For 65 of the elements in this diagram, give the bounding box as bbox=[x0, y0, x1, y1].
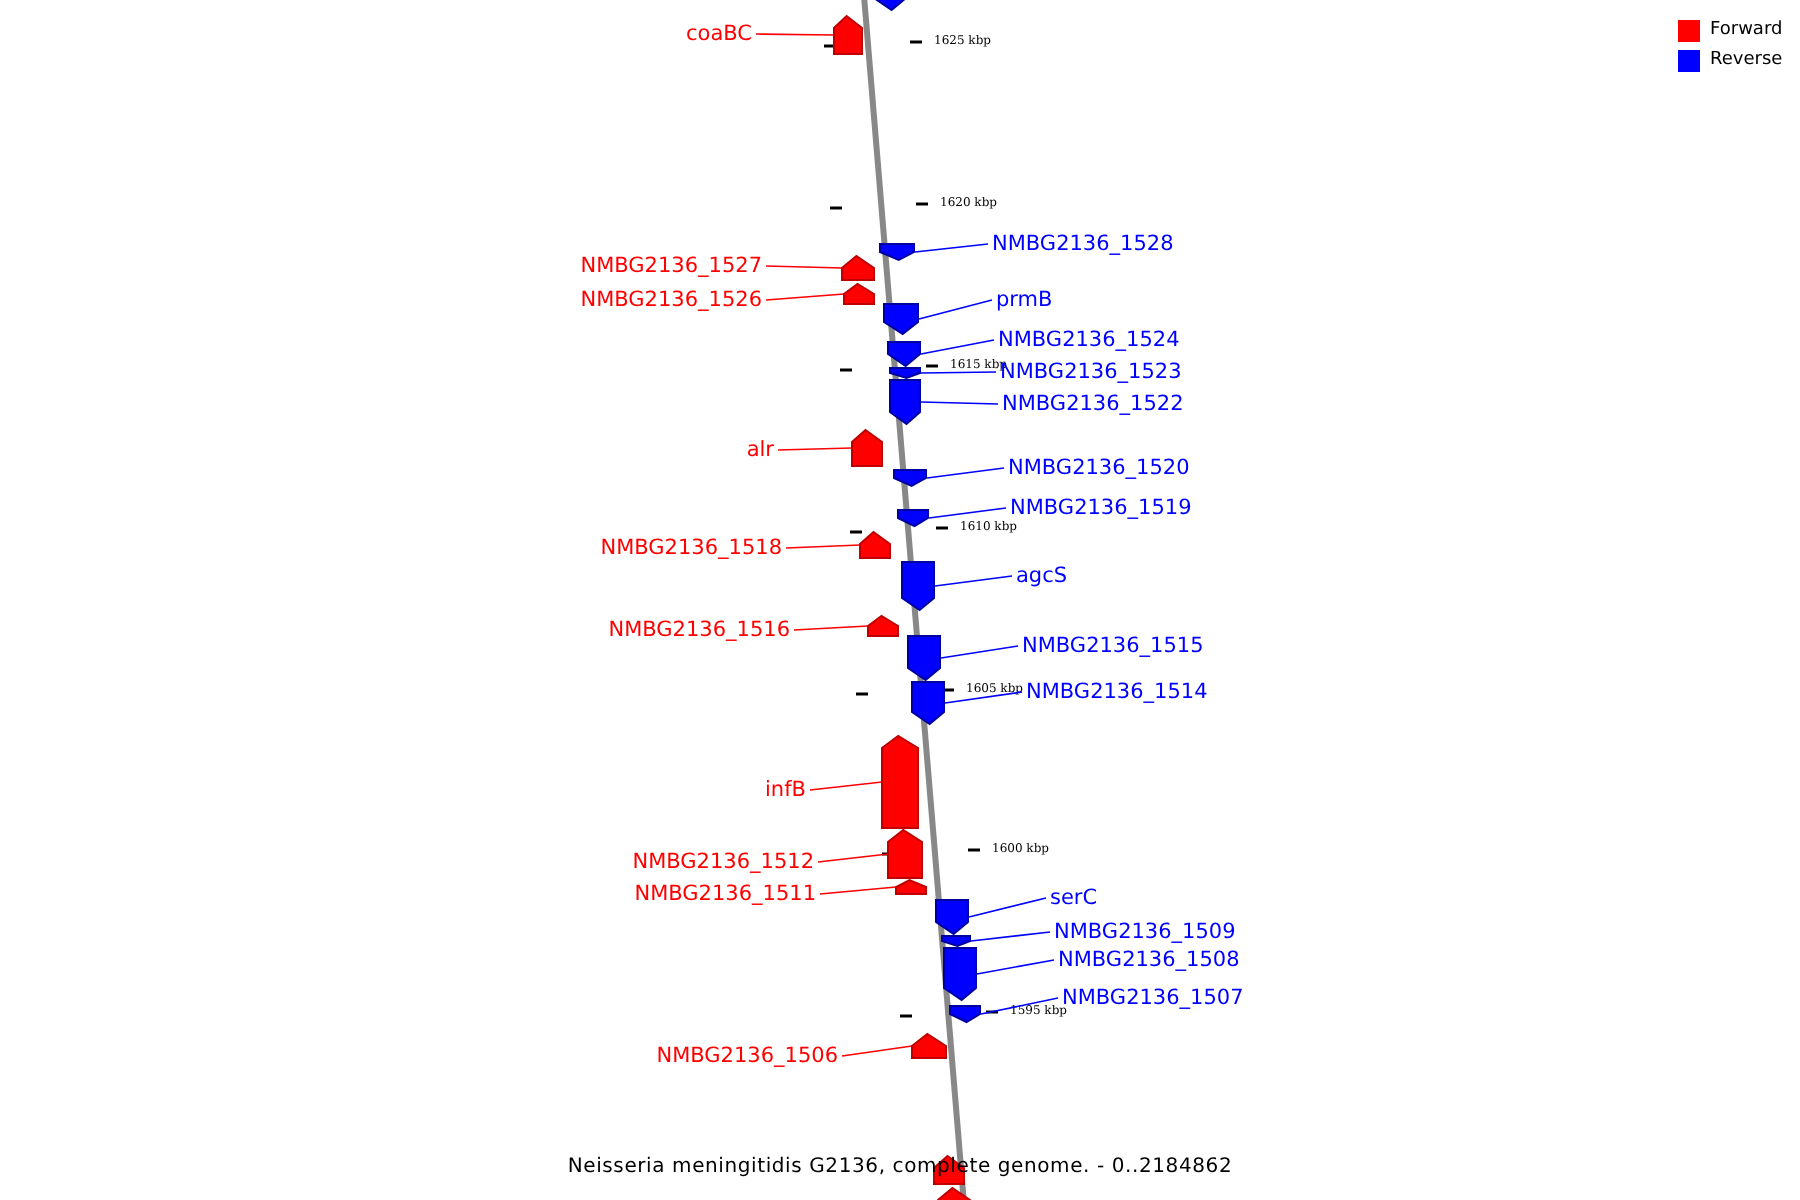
gene-label: prmB bbox=[996, 288, 1053, 312]
gene-label: serC bbox=[1050, 886, 1098, 910]
gene-block bbox=[912, 682, 948, 728]
gene-label: alr bbox=[746, 438, 774, 462]
gene-label: NMBG2136_1508 bbox=[1058, 948, 1240, 972]
gene-label: NMBG2136_1507 bbox=[1062, 986, 1244, 1010]
leader-line bbox=[914, 243, 989, 253]
leader-line bbox=[980, 997, 1059, 1015]
leader-line bbox=[970, 931, 1051, 942]
leader-line bbox=[755, 33, 835, 36]
leader-line bbox=[944, 691, 1023, 704]
gene-block bbox=[834, 16, 866, 58]
gene-block bbox=[950, 1006, 984, 1026]
leader-line bbox=[765, 265, 843, 269]
gene-block bbox=[844, 284, 878, 308]
gene-label: NMBG2136_1520 bbox=[1008, 456, 1190, 480]
gene-label: agcS bbox=[1016, 564, 1068, 588]
leader-line bbox=[765, 293, 845, 301]
gene-label: NMBG2136_1514 bbox=[1026, 680, 1208, 704]
gene-label: NMBG2136_1518 bbox=[600, 536, 782, 560]
gene-block bbox=[908, 636, 944, 684]
gene-block bbox=[868, 616, 902, 640]
leader-line bbox=[809, 781, 883, 791]
leader-line bbox=[817, 853, 889, 863]
leader-line bbox=[785, 544, 861, 549]
leader-line bbox=[928, 507, 1007, 519]
leader-line bbox=[926, 467, 1005, 479]
leader-line bbox=[968, 897, 1047, 918]
leader-line bbox=[920, 371, 997, 374]
gene-label: coaBC bbox=[686, 22, 752, 46]
gene-label: NMBG2136_1509 bbox=[1054, 920, 1236, 944]
leader-line bbox=[793, 625, 869, 631]
gene-label: NMBG2136_1506 bbox=[656, 1044, 838, 1068]
legend-label: Reverse bbox=[1710, 50, 1783, 70]
gene-label: NMBG2136_1522 bbox=[1002, 392, 1184, 416]
gene-label: NMBG2136_1515 bbox=[1022, 634, 1204, 658]
legend-label: Forward bbox=[1710, 20, 1783, 40]
gene-block bbox=[896, 880, 930, 898]
gene-block bbox=[852, 430, 886, 470]
gene-block bbox=[912, 1034, 950, 1062]
leader-line bbox=[918, 299, 993, 320]
leader-line bbox=[940, 645, 1019, 659]
gene-label: NMBG2136_1512 bbox=[632, 850, 814, 874]
gene-block bbox=[902, 562, 938, 614]
gene-label: NMBG2136_1524 bbox=[998, 328, 1180, 352]
leader-line bbox=[920, 401, 999, 405]
gene-label: NMBG2136_1519 bbox=[1010, 496, 1192, 520]
gene-label: infB bbox=[765, 778, 806, 802]
leader-line bbox=[934, 575, 1013, 587]
gene-block bbox=[898, 510, 932, 530]
leader-line bbox=[819, 886, 897, 895]
leader-line bbox=[976, 959, 1055, 975]
gene-block bbox=[842, 256, 878, 284]
gene-block bbox=[884, 304, 922, 338]
gene-label: NMBG2136_1527 bbox=[580, 254, 762, 278]
gene-block bbox=[880, 244, 918, 264]
leader-line bbox=[920, 339, 995, 355]
leader-line bbox=[777, 447, 853, 451]
gene-label: NMBG2136_1528 bbox=[992, 232, 1174, 256]
leader-line bbox=[841, 1045, 913, 1057]
gene-label: NMBG2136_1526 bbox=[580, 288, 762, 312]
gene-label: NMBG2136_1511 bbox=[634, 882, 816, 906]
gene-label: NMBG2136_1516 bbox=[608, 618, 790, 642]
gene-block bbox=[860, 532, 894, 562]
gene-block bbox=[894, 470, 930, 490]
